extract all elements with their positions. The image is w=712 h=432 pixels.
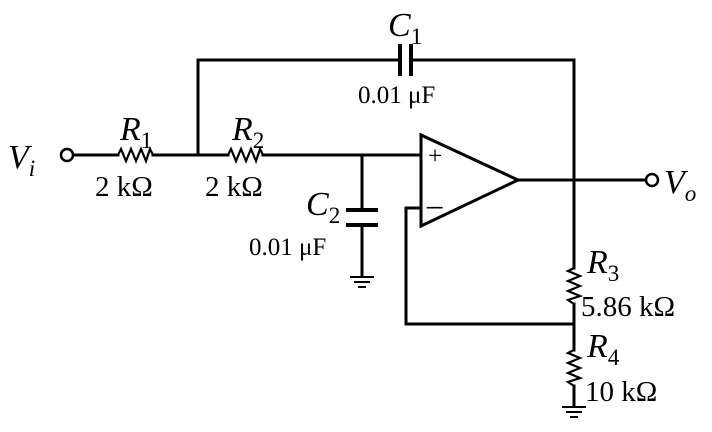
c1-value: 0.01 μF [358,82,435,109]
c1-label: C1 [388,7,422,50]
resistor-r3 [565,267,584,305]
c2-value: 0.01 μF [249,234,326,261]
capacitor-c2 [346,208,378,227]
ground-r4-icon [562,406,586,418]
r4-label: R4 [586,328,620,371]
r2-label: R2 [231,111,264,154]
r3-label: R3 [586,244,619,287]
r4-value: 10 kΩ [585,376,657,408]
c2-label: C2 [306,186,340,229]
r1-value: 2 kΩ [95,171,153,203]
r1-label: R1 [119,111,152,154]
resistor-r4 [565,349,584,387]
opamp-plus-label: + [428,143,442,170]
vi-label: Vi [8,139,35,182]
op-amp [419,132,522,229]
opamp-minus-label: − [425,190,444,227]
resistor-r1 [117,146,154,165]
vo-label: Vo [664,164,696,207]
r2-value: 2 kΩ [205,171,263,203]
capacitor-c1 [398,44,413,76]
wires [71,58,648,407]
r3-value: 5.86 kΩ [581,291,675,323]
ground-c2-icon [350,276,374,288]
resistor-r2 [227,146,264,165]
output-terminal [644,172,660,188]
input-terminal [59,147,75,163]
